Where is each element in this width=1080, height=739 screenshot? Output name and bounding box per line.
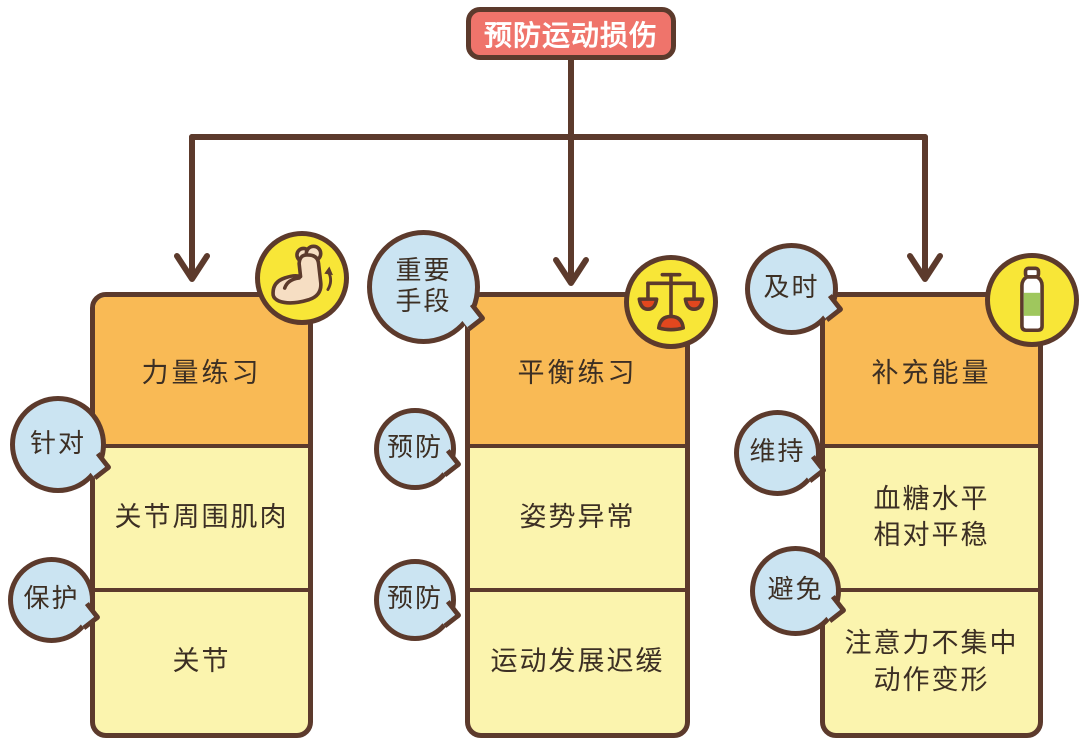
bubble-timely-label: 及时 bbox=[763, 273, 820, 304]
bubble-avoid: 避免 bbox=[750, 546, 848, 636]
arrowhead-middle-icon bbox=[553, 257, 589, 286]
bubble-prevent-1-label: 预防 bbox=[386, 433, 443, 464]
arrowhead-right-icon bbox=[907, 253, 943, 282]
page-title: 预防运动损伤 bbox=[483, 18, 658, 52]
column-strength: 力量练习 关节周围肌肉 关节 bbox=[90, 292, 313, 738]
bottle-icon bbox=[985, 253, 1079, 347]
bubble-prevent-2-label: 预防 bbox=[386, 584, 443, 615]
arrowhead-left-icon bbox=[174, 253, 210, 282]
bicep-icon bbox=[255, 231, 349, 325]
bubble-target: 针对 bbox=[10, 396, 113, 493]
column-energy-row-1: 血糖水平 相对平稳 bbox=[825, 448, 1038, 592]
bubble-maintain: 维持 bbox=[734, 410, 828, 496]
scale-icon bbox=[624, 255, 718, 349]
column-energy-row-2: 注意力不集中 动作变形 bbox=[844, 628, 1019, 696]
bubble-protect: 保护 bbox=[8, 557, 102, 643]
bubble-protect-label: 保护 bbox=[23, 584, 80, 615]
bubble-prevent-1: 预防 bbox=[374, 408, 463, 490]
column-energy: 补充能量 血糖水平 相对平稳 注意力不集中 动作变形 bbox=[820, 292, 1043, 738]
column-strength-header: 力量练习 bbox=[95, 297, 308, 448]
bubble-target-label: 针对 bbox=[29, 428, 86, 459]
column-strength-row-1: 关节周围肌肉 bbox=[95, 448, 308, 592]
column-balance-row-2: 运动发展迟缓 bbox=[490, 646, 665, 678]
bubble-maintain-label: 维持 bbox=[749, 437, 806, 468]
bubble-timely: 及时 bbox=[745, 243, 845, 335]
bubble-important-means-label: 重要 手段 bbox=[395, 255, 452, 317]
bubble-important-means: 重要 手段 bbox=[367, 230, 487, 344]
column-balance: 平衡练习 姿势异常 运动发展迟缓 bbox=[465, 292, 690, 738]
bubble-avoid-label: 避免 bbox=[767, 575, 824, 606]
title-box: 预防运动损伤 bbox=[466, 7, 676, 60]
column-strength-row-2: 关节 bbox=[172, 646, 231, 678]
bubble-prevent-2: 预防 bbox=[374, 559, 463, 641]
column-balance-row-1: 姿势异常 bbox=[470, 448, 685, 592]
column-energy-header: 补充能量 bbox=[825, 297, 1038, 448]
